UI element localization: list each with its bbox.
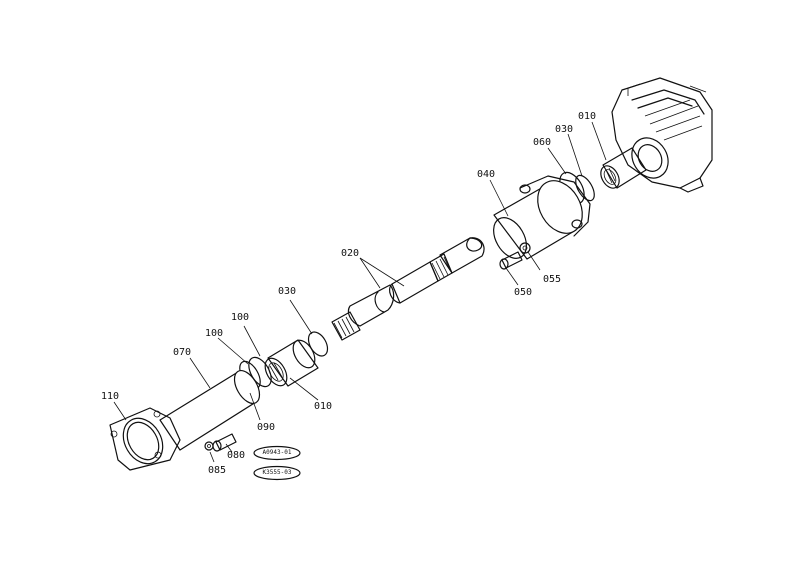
- label-100[interactable]: 100: [205, 328, 224, 339]
- bolt-080: [212, 433, 237, 452]
- label-030-middle[interactable]: 030: [278, 286, 297, 297]
- transmission-housing: [611, 77, 713, 193]
- leader-lines: [113, 121, 607, 463]
- label-085[interactable]: 085: [208, 465, 227, 476]
- circlip-030-upper: [575, 174, 595, 202]
- shaft-010-lower: [264, 339, 319, 387]
- flange-110: [109, 407, 181, 471]
- label-110[interactable]: 110: [101, 391, 120, 402]
- washer-055: [519, 242, 531, 254]
- label-055[interactable]: 055: [543, 274, 562, 285]
- label-020[interactable]: 020: [341, 248, 360, 259]
- label-090[interactable]: 090: [257, 422, 276, 433]
- label-070[interactable]: 070: [173, 347, 192, 358]
- label-060[interactable]: 060: [533, 137, 552, 148]
- bolt-050: [499, 251, 523, 270]
- label-010-lower[interactable]: 010: [314, 401, 333, 412]
- label-100-upper[interactable]: 100: [231, 312, 250, 323]
- flange-housing-040: [493, 175, 591, 260]
- label-080[interactable]: 080: [227, 450, 246, 461]
- stamp-bottom-text: K3555-03: [262, 469, 292, 476]
- shaft-010-upper: [600, 147, 647, 189]
- label-030-upper[interactable]: 030: [555, 124, 574, 135]
- label-050[interactable]: 050: [514, 287, 533, 298]
- washer-085: [204, 441, 214, 451]
- reference-stamps: [253, 445, 301, 481]
- stamp-top-text: A0943-01: [262, 449, 292, 456]
- label-010-upper[interactable]: 010: [578, 111, 597, 122]
- tube-070: [159, 370, 261, 451]
- shaft-020: [331, 237, 485, 341]
- label-040[interactable]: 040: [477, 169, 496, 180]
